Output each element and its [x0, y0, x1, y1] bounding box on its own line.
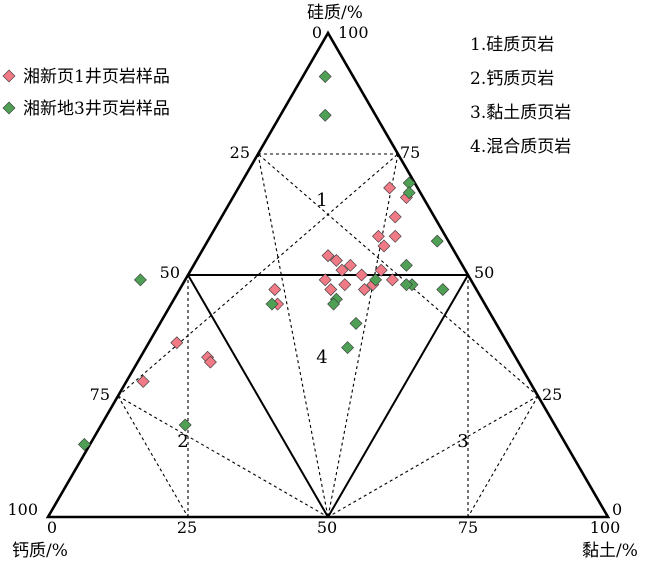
tick-label-clay: 100 — [590, 518, 621, 537]
data-point-xxd3 — [318, 108, 332, 122]
data-point-xxy1 — [388, 229, 402, 243]
data-point-xxy1 — [268, 283, 282, 296]
axis-title-silica: 硅质/% — [307, 3, 363, 23]
classification-item: 3.黏土质页岩 — [470, 103, 571, 123]
data-point-xxd3 — [178, 418, 192, 432]
axis-title-calcium: 钙质/% — [12, 541, 68, 561]
classification-lines — [187, 274, 469, 518]
dashed-grid-line — [257, 153, 329, 518]
tick-label-silica: 50 — [474, 263, 494, 282]
data-point-xxd3 — [399, 278, 413, 292]
tick-label-calcium: 75 — [90, 385, 110, 404]
data-point-xxy1 — [170, 336, 184, 350]
legend-marker — [2, 69, 16, 83]
tick-label-clay: 50 — [317, 518, 337, 537]
tick-label-clay: 25 — [177, 518, 197, 537]
tick-label-silica: 0 — [612, 500, 622, 519]
tick-label-silica: 25 — [542, 385, 562, 404]
legend-marker — [2, 101, 16, 115]
region-label-1: 1 — [316, 190, 327, 211]
data-point-xxd3 — [436, 283, 450, 296]
data-point-xxd3 — [430, 234, 444, 248]
dashed-grid-line — [257, 153, 539, 397]
data-point-xxy1 — [355, 268, 369, 282]
region-label-2: 2 — [177, 431, 188, 452]
dashed-grid-line — [117, 395, 329, 518]
dashed-grid-line — [117, 395, 189, 518]
data-point-xxy1 — [374, 263, 388, 277]
data-point-xxy1 — [203, 355, 217, 369]
tick-label-clay: 0 — [47, 518, 57, 537]
tick-label-clay: 75 — [458, 518, 478, 537]
data-point-xxy1 — [385, 273, 399, 287]
data-point-xxy1 — [383, 181, 397, 195]
data-point-xxy1 — [338, 278, 352, 292]
data-point-xxy1 — [371, 229, 385, 243]
data-point-xxy1 — [321, 249, 335, 263]
data-point-xxd3 — [265, 297, 279, 311]
classification-item: 4.混合质页岩 — [470, 137, 571, 157]
tick-label-silica: 75 — [400, 143, 420, 162]
data-point-xxy1 — [357, 283, 371, 296]
data-point-xxy1 — [136, 375, 150, 388]
tick-label-calcium: 50 — [160, 263, 180, 282]
tick-label-calcium: 0 — [312, 23, 322, 42]
data-point-xxd3 — [369, 273, 383, 287]
data-point-xxy1 — [343, 258, 357, 272]
data-point-xxd3 — [318, 70, 332, 83]
region-labels: 1 2 3 4 — [177, 190, 468, 452]
data-point-xxd3 — [402, 186, 416, 200]
data-point-xxy1 — [388, 210, 402, 224]
data-point-xxy1 — [377, 239, 391, 253]
data-point-xxd3 — [399, 258, 413, 272]
data-point-xxd3 — [341, 341, 355, 355]
axis-title-clay: 黏土/% — [582, 541, 638, 561]
ternary-outline — [45, 30, 611, 519]
data-points — [77, 70, 450, 451]
tick-label-calcium: 25 — [230, 143, 250, 162]
region-label-4: 4 — [316, 347, 327, 368]
data-point-xxd3 — [349, 316, 363, 330]
tick-label-silica: 100 — [338, 23, 369, 42]
data-point-xxd3 — [133, 273, 147, 287]
tick-labels: 0 25 50 75 100 100 75 50 25 0 0 25 50 75 100 — [7, 23, 622, 537]
dashed-grid-line — [117, 153, 399, 397]
classification-item: 2.钙质页岩 — [470, 69, 554, 89]
tick-label-calcium: 100 — [7, 500, 38, 519]
classification-line — [187, 274, 329, 518]
data-point-xxy1 — [324, 283, 338, 296]
data-point-xxy1 — [329, 254, 343, 267]
region-label-3: 3 — [457, 431, 468, 452]
legend-label: 湘新地3井页岩样品 — [23, 99, 170, 119]
legend-label: 湘新页1井页岩样品 — [23, 67, 170, 87]
dashed-grid — [117, 153, 539, 518]
classification-line — [327, 274, 469, 518]
data-point-xxy1 — [318, 273, 332, 287]
dashed-grid-line — [327, 153, 399, 518]
classification-list: 1.硅质页岩 2.钙质页岩 3.黏土质页岩 4.混合质页岩 — [470, 35, 571, 157]
data-point-xxd3 — [77, 437, 91, 451]
dashed-grid-line — [327, 395, 539, 518]
data-point-xxy1 — [335, 263, 349, 277]
classification-item: 1.硅质页岩 — [470, 35, 554, 55]
data-point-xxd3 — [327, 297, 341, 311]
dashed-grid-line — [467, 395, 539, 518]
